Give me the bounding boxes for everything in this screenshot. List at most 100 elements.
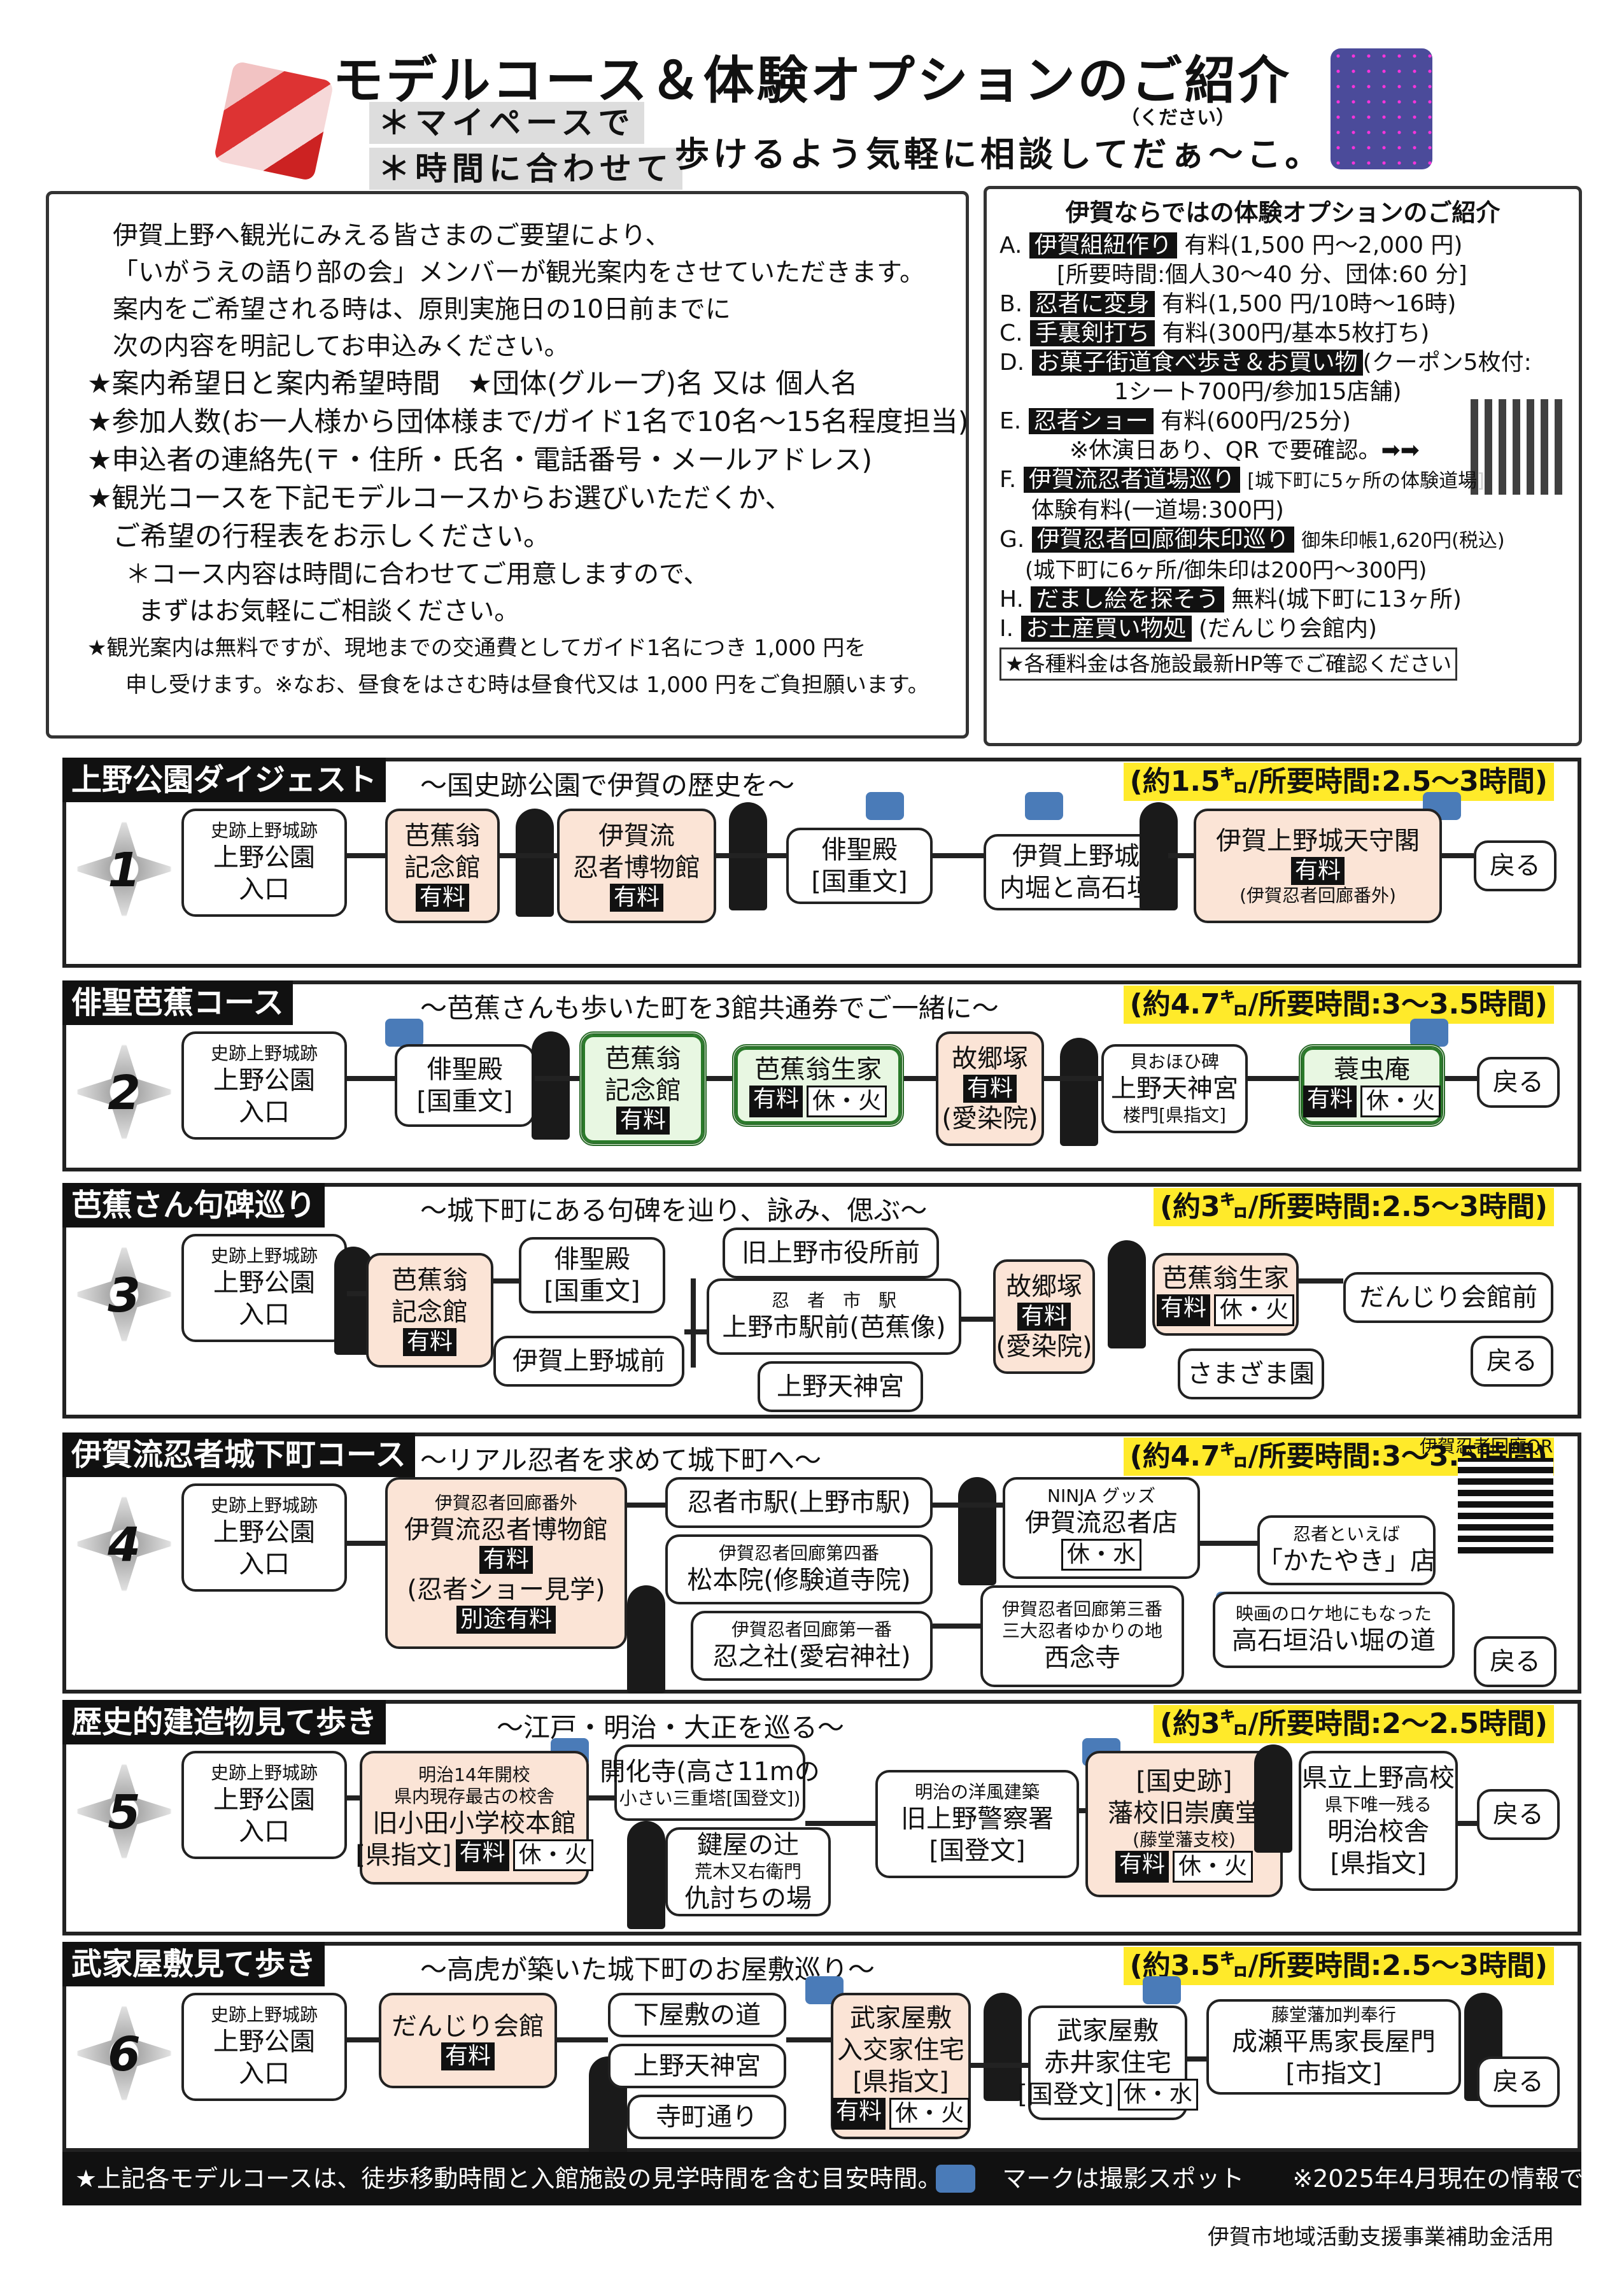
start-node[interactable]: 史跡上野城跡上野公園入口 (181, 809, 347, 917)
node-label: 明治校舎 (1327, 1817, 1429, 1846)
course5-police-station[interactable]: 明治の洋風建築旧上野警察署[国登文] (875, 1770, 1079, 1878)
course4-ninja-museum[interactable]: 伊賀忍者回廊番外伊賀流忍者博物館有料(忍者ショー見学)別途有料 (385, 1477, 627, 1649)
course2-haiseiden[interactable]: 俳聖殿[国重文] (395, 1044, 535, 1127)
node-label: 伊賀上野城天守閣 (1216, 826, 1420, 856)
course3-furusatozuka[interactable]: 故郷塚有料(愛染院) (993, 1259, 1095, 1374)
course6-shimoyashiki[interactable]: 下屋敷の道 (608, 1993, 786, 2037)
ninja-silhouette-icon (1108, 1240, 1146, 1348)
ninja-silhouette-icon (516, 809, 554, 917)
course6-naruse-gate[interactable]: 藤堂藩加判奉行成瀬平馬家長屋門[市指文] (1206, 1999, 1461, 2095)
node-caption: 史跡上野城跡 (210, 1245, 318, 1266)
node-caption: 県下唯一残る (1324, 1794, 1432, 1815)
ninja-show-qr-code[interactable] (1471, 399, 1566, 495)
course6-tenjingu[interactable]: 上野天神宮 (608, 2044, 786, 2088)
course5-old-oda-school[interactable]: 明治14年開校県内現存最古の校舎旧小田小学校本館[県指文]有料休・火 (355, 1751, 593, 1885)
course5-return[interactable]: 戻る (1477, 1789, 1560, 1840)
course4-moat-path[interactable]: 映画のロケ地にもなった高石垣沿い堀の道 (1213, 1592, 1455, 1668)
route-line (1299, 1278, 1343, 1284)
node-caption: 忍 者 市 駅 (771, 1290, 896, 1311)
course6-danjiri-hall[interactable]: だんじり会館有料 (379, 1993, 557, 2088)
course2-furusatozuka[interactable]: 故郷塚有料(愛染院) (936, 1031, 1044, 1146)
start-node[interactable]: 史跡上野城跡上野公園入口 (181, 1031, 347, 1140)
course2-basho-museum[interactable]: 芭蕉翁記念館有料 (579, 1031, 707, 1146)
course3-samazamaen[interactable]: さまざま園 (1178, 1348, 1324, 1399)
route-line (500, 853, 557, 858)
course1-castle-moat[interactable]: 伊賀上野城内堀と高石垣 (984, 834, 1168, 910)
node-label: 俳聖殿 (427, 1055, 503, 1084)
course3-danjiri[interactable]: だんじり会館前 (1343, 1272, 1553, 1323)
route-line (805, 1821, 875, 1826)
closed-day-badge: 休・水 (1061, 1539, 1141, 1571)
course6-return[interactable]: 戻る (1477, 2056, 1560, 2107)
badge-row: [県指文]有料休・火 (355, 1839, 593, 1871)
node-label: [国登文] (929, 1836, 1026, 1865)
start-node[interactable]: 史跡上野城跡上野公園入口 (181, 1993, 347, 2101)
ninja-silhouette-icon (958, 1477, 996, 1585)
route-line (347, 853, 385, 858)
course1-haiseiden[interactable]: 俳聖殿[国重文] (786, 828, 933, 904)
course4-sainenji[interactable]: 伊賀忍者回廊第三番三大忍者ゆかりの地西念寺 (980, 1585, 1184, 1687)
course5-kaikaji[interactable]: 開化寺(高さ11mの小さい三重塔[国登文]) (600, 1744, 820, 1821)
course1-castle-keep[interactable]: 伊賀上野城天守閣有料(伊賀忍者回廊番外) (1194, 809, 1442, 923)
course-number: 5 (108, 1785, 141, 1840)
badge-row: [国登文]休・水 (1017, 2079, 1198, 2111)
ninja-silhouette-icon (1254, 1744, 1292, 1853)
node-label: 入口 (239, 2059, 290, 2088)
course3-old-city-hall[interactable]: 旧上野市役所前 (723, 1227, 939, 1278)
course6-teramachi[interactable]: 寺町通り (627, 2095, 786, 2139)
course3-basho-birthplace[interactable]: 芭蕉翁生家有料休・火 (1152, 1253, 1299, 1336)
course5-ueno-high-school[interactable]: 県立上野高校県下唯一残る明治校舎[県指文] (1299, 1751, 1458, 1891)
course3-station-front[interactable]: 忍 者 市 駅上野市駅前(芭蕉像) (707, 1278, 961, 1355)
ninja-corridor-qr-code[interactable] (1458, 1458, 1553, 1553)
node-label: 俳聖殿 (554, 1245, 630, 1274)
course3-basho-museum[interactable]: 芭蕉翁記念館有料 (366, 1253, 493, 1368)
course2-tenjingu[interactable]: 貝おほひ碑上野天神宮楼門[県指文] (1101, 1044, 1248, 1133)
node-caption: 荒木又右衛門 (694, 1861, 801, 1882)
node-label: 伊賀流忍者博物館 (404, 1515, 608, 1545)
node-label: だんじり会館 (392, 2012, 544, 2041)
node-label: 伊賀上野城前 (512, 1347, 665, 1376)
node-label: 武家屋敷 (850, 2004, 952, 2033)
node-caption: 史跡上野城跡 (210, 1043, 318, 1064)
course6-akai-house[interactable]: 武家屋敷赤井家住宅[国登文]休・水 (1017, 2006, 1198, 2120)
start-node[interactable]: 史跡上野城跡上野公園入口 (181, 1234, 347, 1342)
guide-info-panel: 伊賀上野へ観光にみえる皆さまのご要望により、 「いがうえの語り部の会」メンバーが… (46, 191, 969, 739)
start-node[interactable]: 史跡上野城跡上野公園入口 (181, 1483, 347, 1592)
options-panel: 伊賀ならではの体験オプションのご紹介 A. 伊賀組紐作り 有料(1,500 円〜… (984, 186, 1582, 746)
course4-return[interactable]: 戻る (1474, 1636, 1557, 1687)
course3-tenjingu[interactable]: 上野天神宮 (758, 1361, 923, 1412)
course2-return[interactable]: 戻る (1477, 1057, 1560, 1108)
node-label: 戻る (1486, 1347, 1537, 1376)
course6-iremajiri-house[interactable]: 武家屋敷入交家住宅[県指文]有料休・火 (831, 1993, 971, 2139)
option-a-detail: [所要時間:個人30〜40 分、団体:60 分] (1057, 262, 1467, 288)
route-line (627, 1503, 665, 1508)
course-theme: 〜芭蕉さんも歩いた町を3館共通券でご一緒に〜 (420, 993, 999, 1024)
node-label: だんじり会館前 (1359, 1283, 1537, 1312)
course1-basho-museum[interactable]: 芭蕉翁記念館有料 (385, 809, 500, 923)
course5-kagiya-crossing[interactable]: 鍵屋の辻荒木又右衛門仇討ちの場 (665, 1827, 831, 1916)
course4-katayaki-shop[interactable]: 忍者といえば「かたやき」店 (1257, 1515, 1436, 1585)
node-label: 上野天神宮 (1111, 1074, 1238, 1103)
course4-shinobi-shrine[interactable]: 伊賀忍者回廊第一番忍之社(愛宕神社) (691, 1611, 933, 1681)
course4-matsumotoin[interactable]: 伊賀忍者回廊第四番松本院(修験道寺院) (665, 1534, 933, 1604)
options-note: ★各種料金は各施設最新HP等でご確認ください (999, 647, 1458, 681)
course4-ninja-station[interactable]: 忍者市駅(上野市駅) (665, 1477, 933, 1528)
course3-return[interactable]: 戻る (1471, 1336, 1553, 1387)
node-label: 上野市駅前(芭蕉像) (722, 1313, 946, 1342)
course3-haiseiden[interactable]: 俳聖殿[国重文] (519, 1237, 665, 1313)
route-line (347, 1291, 366, 1296)
ninja-silhouette-icon (1060, 1038, 1098, 1146)
course1-ninja-museum[interactable]: 伊賀流忍者博物館有料 (557, 809, 716, 923)
node-label: 戻る (1490, 851, 1541, 881)
course5-sukodo[interactable]: [国史跡]藩校旧崇廣堂(藤堂藩支校)有料休・火 (1085, 1751, 1283, 1897)
node-label: 入口 (239, 875, 290, 904)
course-title: 芭蕉さん句碑巡り (62, 1183, 325, 1227)
course1-return[interactable]: 戻る (1474, 840, 1557, 891)
course-time: (約4.7㌔/所要時間:3〜3.5時間) (1123, 986, 1554, 1024)
course2-minomushian[interactable]: 蓑虫庵有料休・火 (1299, 1044, 1445, 1127)
course4-ninja-shop[interactable]: NINJA グッズ伊賀流忍者店休・水 (1003, 1477, 1200, 1579)
course3-castle-front[interactable]: 伊賀上野城前 (493, 1336, 684, 1387)
course2-basho-birthplace[interactable]: 芭蕉翁生家有料休・火 (732, 1044, 904, 1127)
start-node[interactable]: 史跡上野城跡上野公園入口 (181, 1751, 347, 1859)
info-note: まずはお気軽にご相談ください。 (138, 597, 520, 626)
